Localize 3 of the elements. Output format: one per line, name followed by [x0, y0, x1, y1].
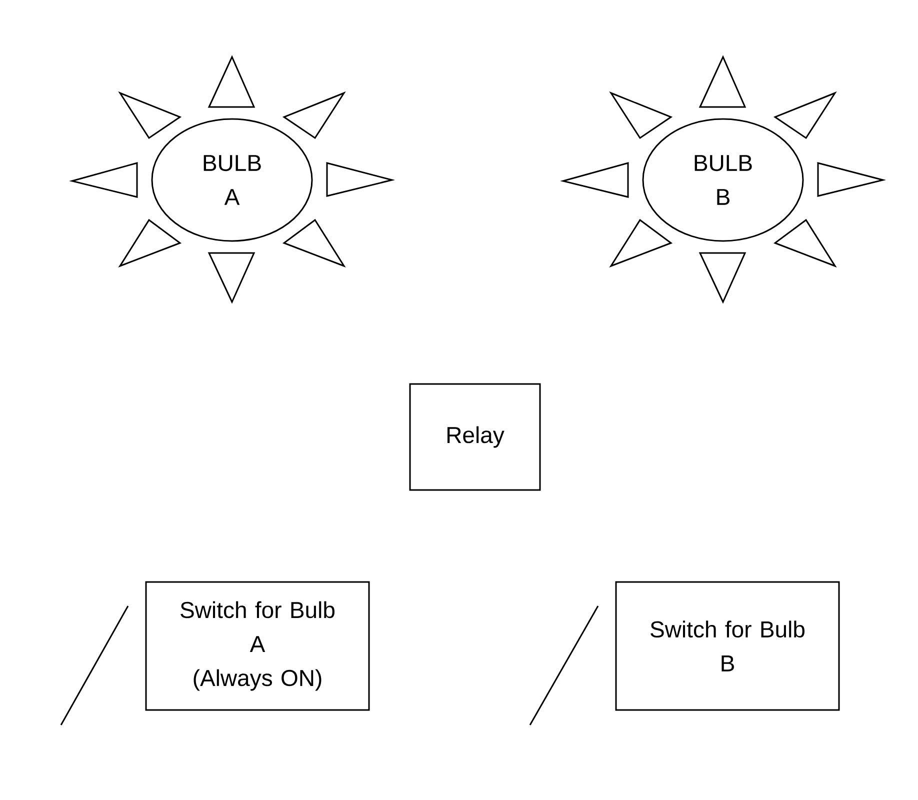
- switch-box: Switch for Bulb A (Always ON): [145, 581, 370, 711]
- relay-box: Relay: [409, 383, 541, 491]
- switch-box: Switch for Bulb B: [615, 581, 840, 711]
